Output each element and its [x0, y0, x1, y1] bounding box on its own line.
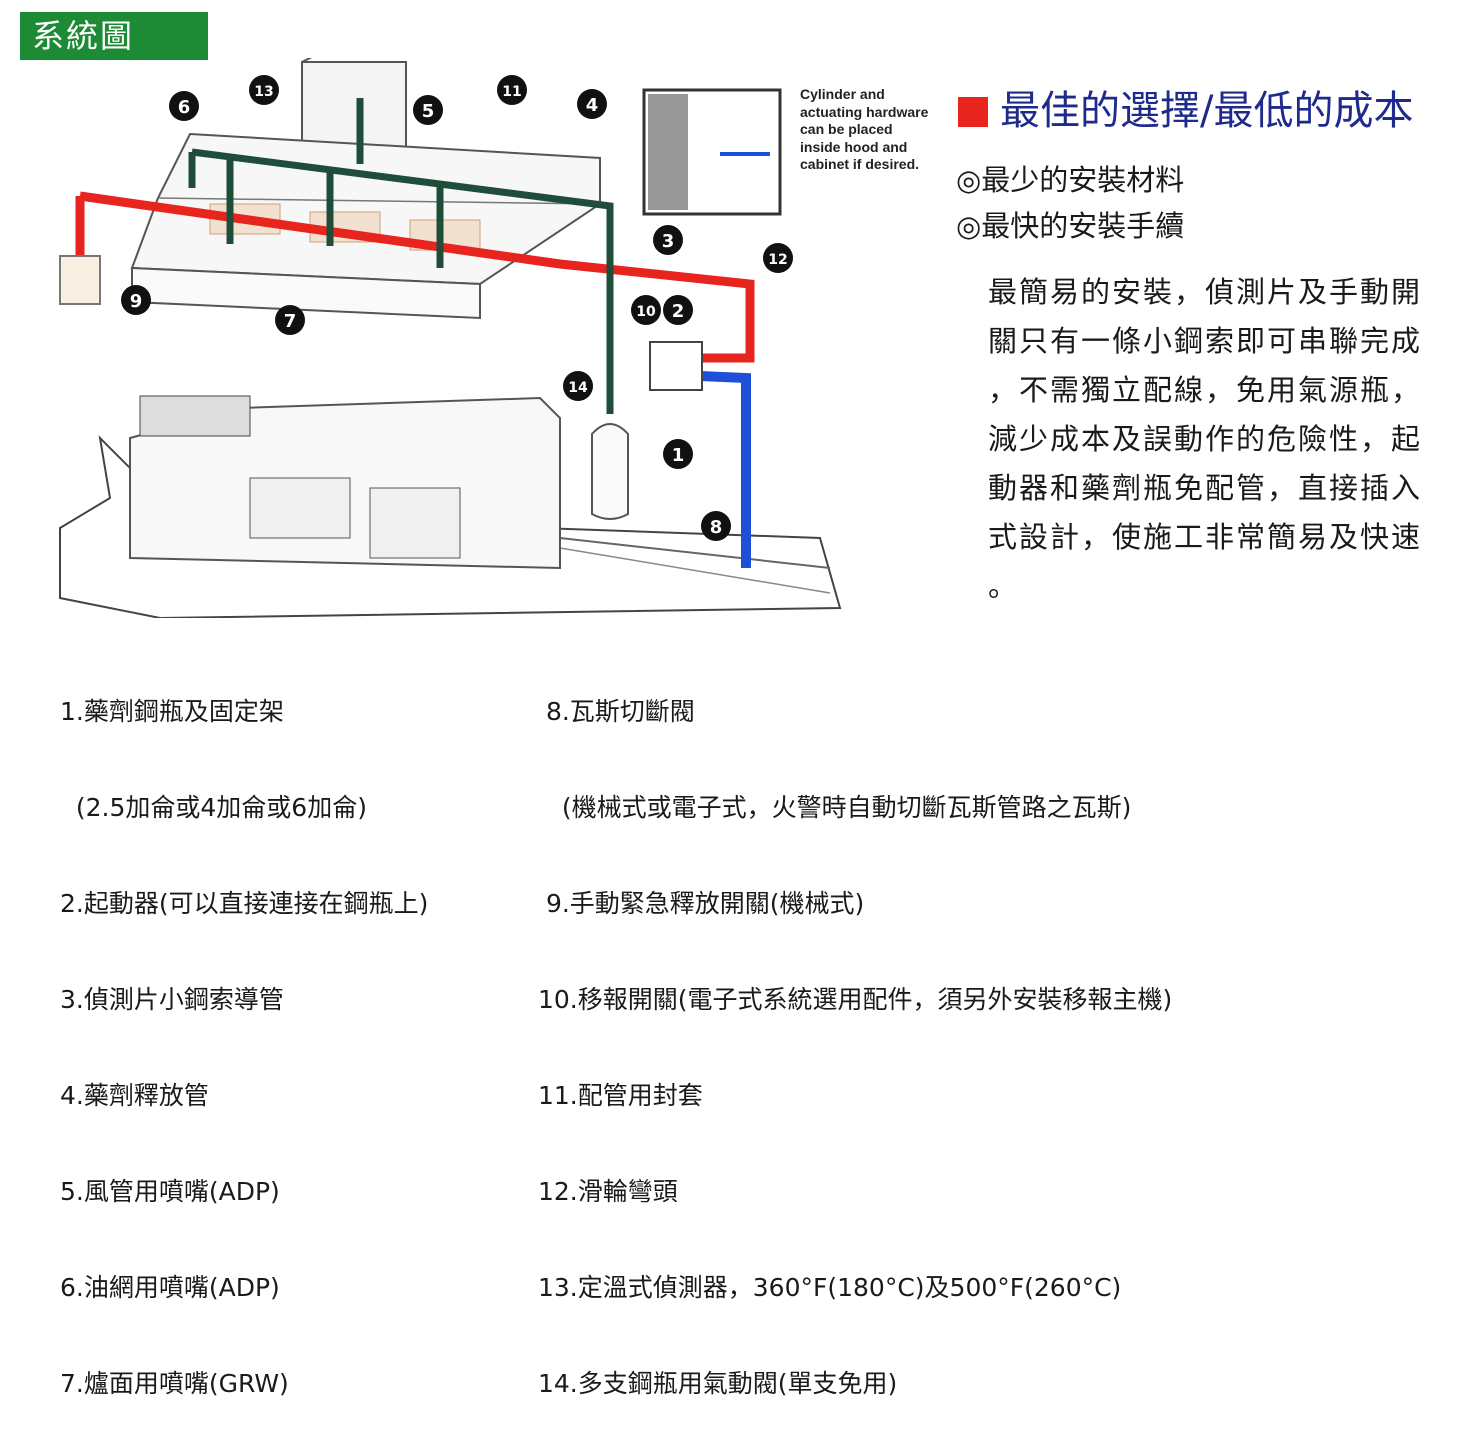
marker-7: 7	[275, 305, 305, 335]
svg-text:2: 2	[672, 301, 685, 322]
control-box	[649, 341, 703, 391]
svg-text:12: 12	[768, 252, 787, 268]
legend-item: 10.移報開關(電子式系統選用配件，須另外安裝移報主機)	[538, 985, 1173, 1014]
marker-14: 14	[563, 371, 593, 401]
legend-left: 1.藥劑鋼瓶及固定架 (2.5加侖或4加侖或6加侖) 2.起動器(可以直接連接在…	[60, 632, 428, 1432]
legend-item: (2.5加侖或4加侖或6加侖)	[60, 793, 367, 822]
agent-distribution-pipe	[188, 98, 614, 414]
gas-line	[699, 371, 751, 568]
headline: 最佳的選擇/最低的成本	[958, 86, 1413, 136]
floor-line	[559, 537, 831, 569]
inset-shading	[648, 94, 688, 210]
svg-text:4: 4	[586, 95, 599, 116]
legend-item: (機械式或電子式，火警時自動切斷瓦斯管路之瓦斯)	[538, 793, 1132, 822]
floor-line	[559, 547, 831, 594]
legend-item: 1.藥劑鋼瓶及固定架	[60, 697, 284, 726]
legend-item: 5.風管用噴嘴(ADP)	[60, 1177, 280, 1206]
benefit-item: ◎最快的安裝手續	[956, 209, 1185, 243]
legend-item: 12.滑輪彎頭	[538, 1177, 678, 1206]
svg-text:5: 5	[422, 101, 435, 122]
svg-text:10: 10	[636, 304, 656, 320]
svg-text:8: 8	[710, 517, 723, 538]
component-markers: 1 2 3 4 5 6 7 8 9 10 11 12 13 14	[121, 75, 793, 541]
red-square-icon	[958, 97, 988, 127]
svg-text:13: 13	[254, 84, 273, 100]
marker-9: 9	[121, 285, 151, 315]
agent-cylinder	[591, 423, 629, 520]
inset-note: Cylinder and actuating hardware can be p…	[800, 86, 929, 172]
legend-item: 4.藥劑釋放管	[60, 1081, 209, 1110]
marker-4: 4	[577, 89, 607, 119]
legend-item: 13.定溫式偵測器，360°F(180°C)及500°F(260°C)	[538, 1273, 1122, 1302]
manual-pull-station	[59, 255, 101, 305]
section-title: 系統圖	[20, 12, 208, 60]
marker-11: 11	[497, 75, 527, 105]
svg-text:7: 7	[284, 311, 297, 332]
legend-item: 11.配管用封套	[538, 1081, 703, 1110]
marker-13: 13	[249, 75, 279, 105]
legend-right: 8.瓦斯切斷閥 (機械式或電子式，火警時自動切斷瓦斯管路之瓦斯) 9.手動緊急釋…	[538, 632, 1172, 1432]
legend-item: 2.起動器(可以直接連接在鋼瓶上)	[60, 889, 429, 918]
marker-3: 3	[653, 225, 683, 255]
svg-text:9: 9	[130, 291, 143, 312]
svg-text:6: 6	[178, 97, 191, 118]
detection-line	[75, 191, 755, 363]
cabinet-door	[369, 487, 461, 559]
legend-item: 3.偵測片小鋼索導管	[60, 985, 284, 1014]
duct-edge	[301, 58, 313, 63]
marker-5: 5	[413, 95, 443, 125]
marker-12: 12	[763, 243, 793, 273]
marker-1: 1	[663, 439, 693, 469]
marker-8: 8	[701, 511, 731, 541]
system-diagram: 1 2 3 4 5 6 7 8 9 10 11 12 13 14	[59, 58, 842, 618]
headline-text: 最佳的選擇/最低的成本	[1000, 88, 1414, 134]
description-paragraph: 最簡易的安裝，偵測片及手動開 關只有一條小鋼索即可串聯完成 ，不需獨立配線，免用…	[988, 275, 1423, 603]
legend-item: 9.手動緊急釋放開關(機械式)	[538, 889, 865, 918]
legend-item: 6.油網用噴嘴(ADP)	[60, 1273, 280, 1302]
marker-2: 2	[663, 295, 693, 325]
svg-text:3: 3	[662, 231, 675, 252]
char-broiler	[139, 395, 251, 437]
legend-item: 14.多支鋼瓶用氣動閥(單支免用)	[538, 1369, 898, 1398]
benefit-item: ◎最少的安裝材料	[956, 163, 1185, 197]
legend-item: 8.瓦斯切斷閥	[538, 697, 695, 726]
svg-text:1: 1	[672, 445, 685, 466]
svg-text:11: 11	[502, 84, 521, 100]
marker-10: 10	[631, 295, 661, 325]
marker-6: 6	[169, 91, 199, 121]
oven-door	[249, 477, 351, 539]
legend-item: 7.爐面用噴嘴(GRW)	[60, 1369, 289, 1398]
svg-text:14: 14	[568, 380, 588, 396]
